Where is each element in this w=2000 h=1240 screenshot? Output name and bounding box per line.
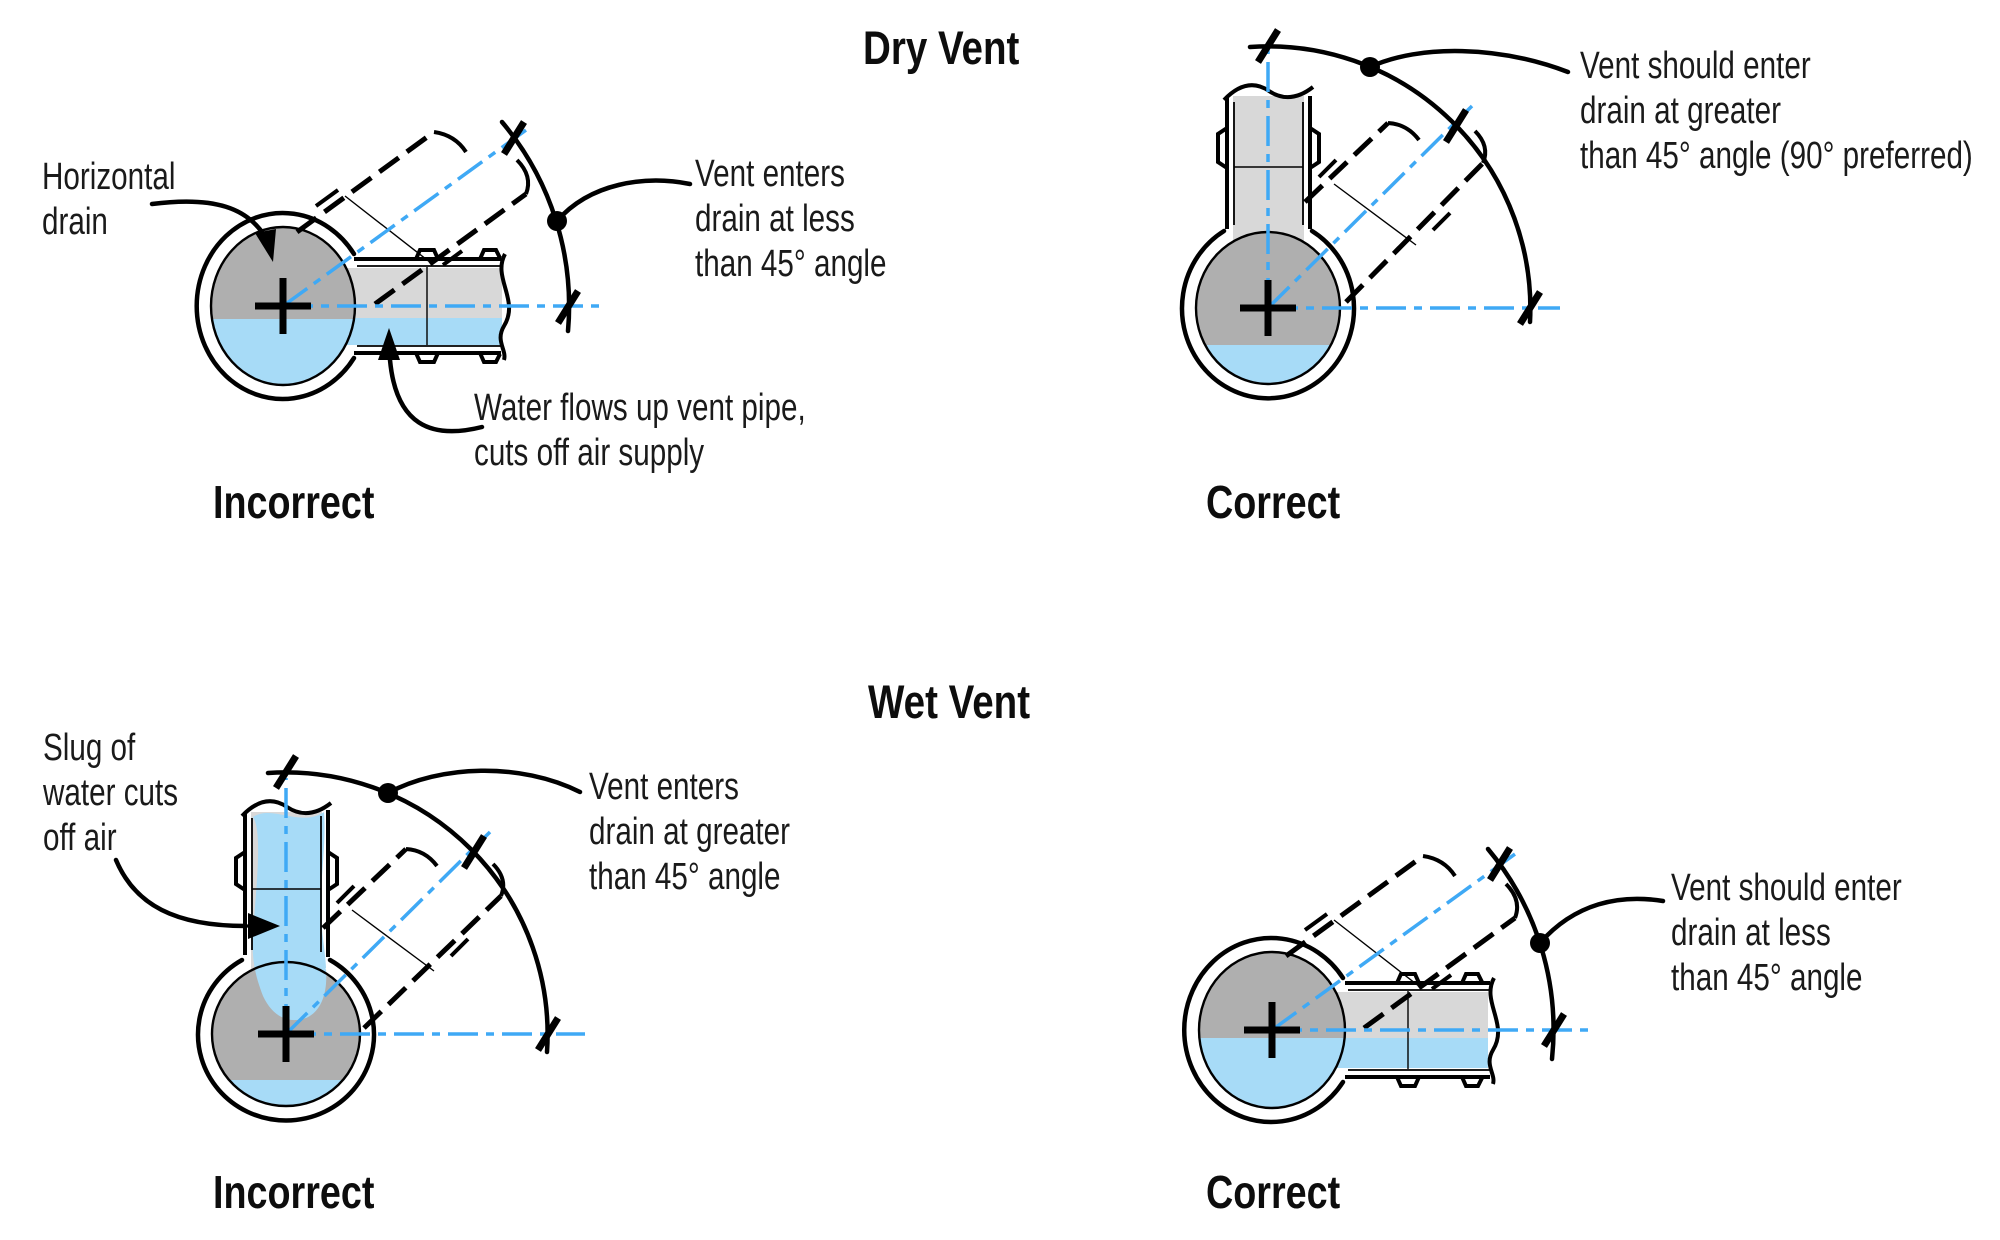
angle-arc — [265, 770, 550, 1055]
dry-incorrect-drawing — [149, 119, 693, 434]
water-label-arrow — [387, 357, 485, 434]
water-flows-note: Water flows up vent pipe, cuts off air s… — [474, 387, 806, 474]
dry-correct-vent-note: Vent should enter drain at greater than … — [1580, 45, 1973, 177]
pipe-break-symbol — [498, 253, 511, 361]
angle-arc — [1247, 44, 1533, 325]
pipe-hub — [478, 248, 502, 260]
pipe-hub — [1460, 1076, 1484, 1088]
hidden-vent-pipe-dashed — [321, 847, 506, 1030]
leader-line — [385, 768, 583, 796]
vent-centerline — [1266, 104, 1474, 310]
pipe-hub — [1216, 126, 1229, 170]
angle-tick — [555, 289, 581, 325]
pipe-hub — [1395, 1076, 1421, 1088]
center-mark — [1244, 1002, 1300, 1058]
pipe-hub — [326, 850, 339, 892]
wet-correct-verdict: Correct — [1206, 1166, 1341, 1218]
center-mark — [1240, 280, 1296, 336]
dry-correct-verdict: Correct — [1206, 476, 1341, 528]
horizontal-drain-label: Horizontal drain — [42, 156, 176, 243]
wet-incorrect-drawing — [113, 754, 585, 1123]
drain-outer-wall — [194, 210, 357, 402]
dry-incorrect-vent-note: Vent enters drain at less than 45° angle — [695, 153, 887, 285]
dry-vent-title: Dry Vent — [863, 21, 1020, 74]
angle-tick — [501, 120, 527, 156]
pipe-break-symbol — [1487, 977, 1500, 1085]
pipe-hub — [414, 248, 440, 260]
pipe-hub — [1395, 972, 1421, 984]
leader-line — [1537, 896, 1666, 946]
angle-tick — [535, 1016, 561, 1052]
vent-centerline — [284, 830, 492, 1036]
pipe-hub — [414, 352, 440, 364]
angle-tick — [273, 754, 299, 790]
drain-outer-wall — [1182, 935, 1346, 1125]
leader-line — [554, 178, 693, 224]
angle-tick — [1255, 28, 1281, 64]
arrowhead — [378, 328, 400, 360]
angle-tick — [1443, 108, 1469, 144]
dry-correct-drawing — [1179, 28, 1571, 401]
pipe-hub — [1460, 972, 1484, 984]
vent-centerline — [281, 128, 528, 308]
water-slug — [252, 812, 327, 1021]
angle-tick — [1541, 1012, 1567, 1048]
leader-line — [1367, 48, 1571, 75]
pipe-hub — [478, 352, 502, 364]
pipe-hub — [1308, 126, 1321, 170]
angle-tick — [1487, 846, 1513, 882]
vent-centerline — [1270, 852, 1517, 1032]
center-mark — [255, 278, 311, 334]
slug-note: Slug of water cuts off air — [43, 727, 179, 859]
wet-correct-drawing — [1182, 846, 1666, 1125]
wet-incorrect-verdict: Incorrect — [213, 1166, 375, 1218]
arrowhead — [255, 229, 276, 262]
drain-outer-wall — [195, 957, 377, 1123]
arrowhead — [248, 913, 280, 939]
drain-outer-wall — [1179, 228, 1357, 401]
slug-label-arrow — [113, 857, 249, 929]
wet-correct-vent-note: Vent should enter drain at less than 45°… — [1671, 867, 1902, 999]
wet-vent-title: Wet Vent — [868, 675, 1031, 728]
dry-incorrect-verdict: Incorrect — [213, 476, 375, 528]
pipe-hub — [234, 850, 247, 892]
angle-tick — [461, 834, 487, 870]
center-mark — [258, 1006, 314, 1062]
drain-label-arrow — [149, 199, 269, 241]
angle-tick — [1517, 290, 1543, 326]
wet-incorrect-vent-note: Vent enters drain at greater than 45° an… — [589, 766, 791, 898]
